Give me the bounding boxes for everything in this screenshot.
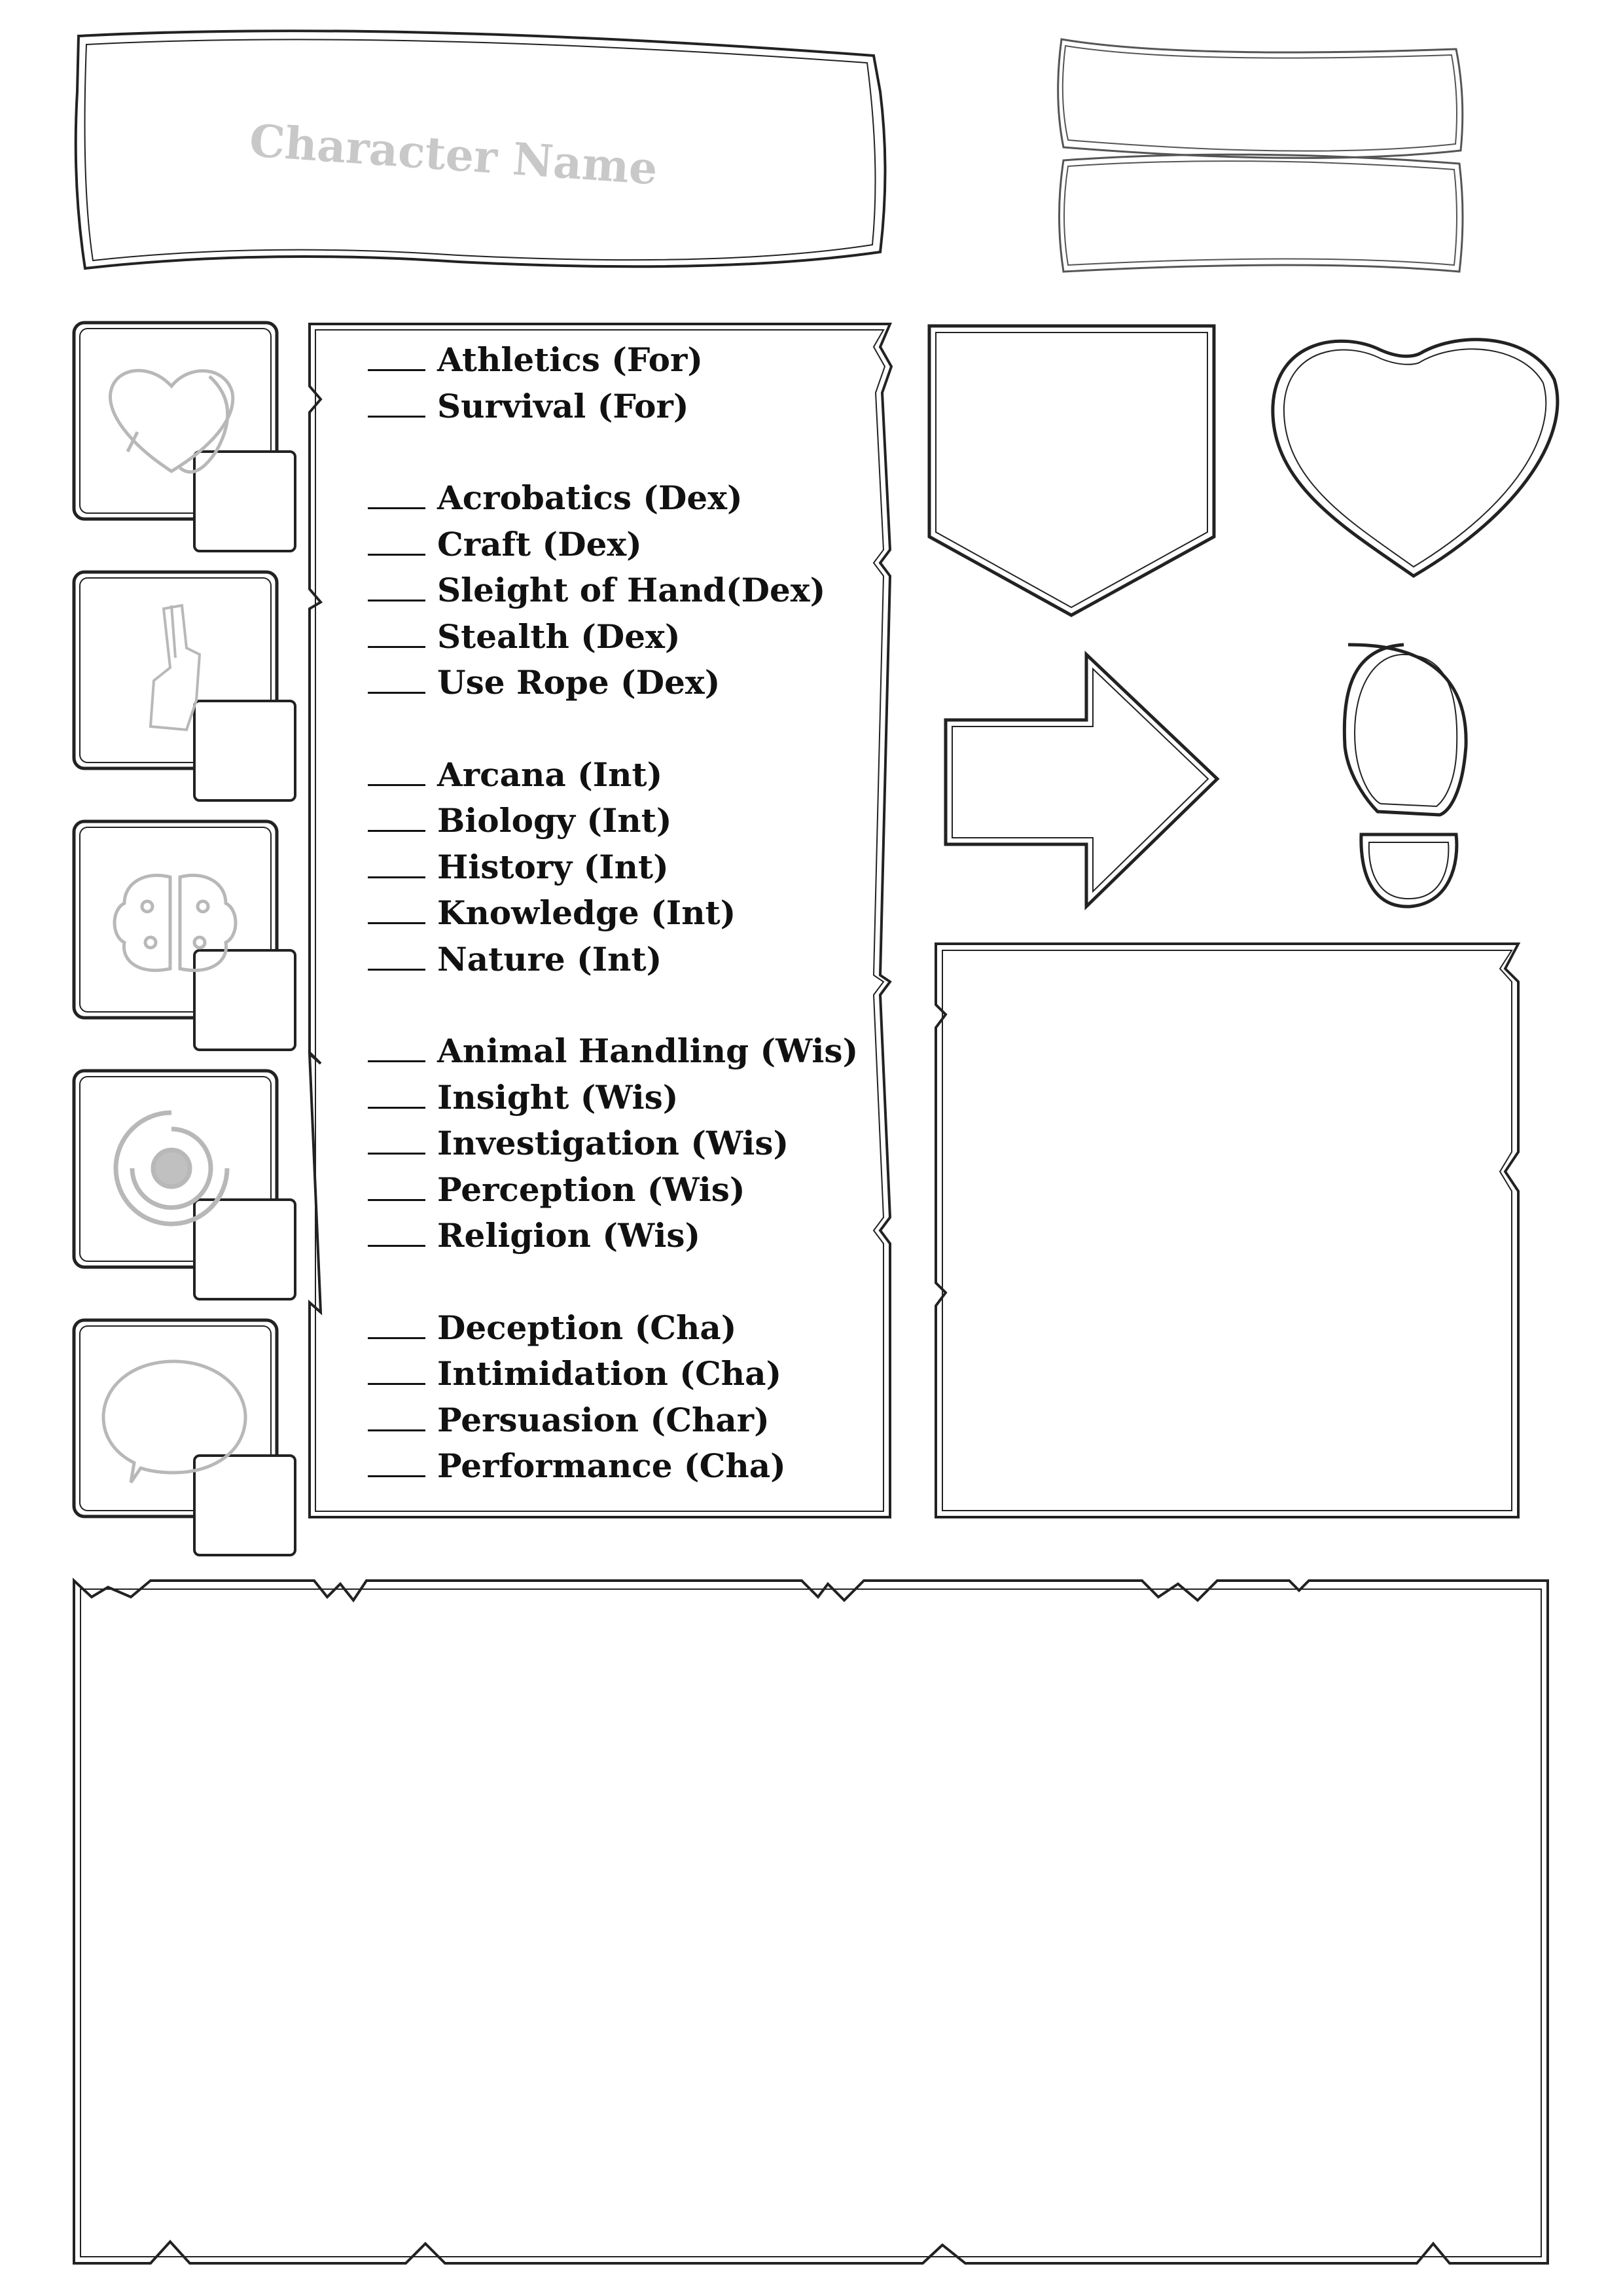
skill-blank[interactable] [368,1359,425,1385]
skill-row[interactable]: Performance (Cha) [368,1443,865,1490]
skill-label: Nature (Int) [437,939,662,978]
skill-label: Knowledge (Int) [437,893,736,932]
skill-label: Sleight of Hand(Dex) [437,571,826,609]
skill-label: Perception (Wis) [437,1170,745,1209]
skill-row[interactable]: Investigation (Wis) [368,1121,865,1167]
skill-blank[interactable] [368,530,425,556]
skill-row[interactable]: Intimidation (Cha) [368,1351,865,1397]
skill-blank[interactable] [368,346,425,371]
shield-icon [927,324,1216,617]
skill-label: Religion (Wis) [437,1216,701,1255]
skill-blank[interactable] [368,761,425,786]
skill-row[interactable]: History (Int) [368,844,865,891]
skill-blank[interactable] [368,1129,425,1155]
skill-group-intelligence: Arcana (Int) Biology (Int) History (Int)… [368,752,865,983]
skill-row[interactable]: Deception (Cha) [368,1305,865,1352]
skill-blank[interactable] [368,853,425,878]
skill-row[interactable]: Craft (Dex) [368,522,865,568]
skill-label: Insight (Wis) [437,1077,679,1117]
skill-blank[interactable] [368,945,425,971]
skill-label: Performance (Cha) [437,1446,786,1485]
skill-row[interactable]: Religion (Wis) [368,1213,865,1259]
skill-group-charisma: Deception (Cha) Intimidation (Cha) Persu… [368,1305,865,1490]
skill-row[interactable]: Survival (For) [368,384,865,430]
skills-panel [308,323,893,1518]
skill-blank[interactable] [368,806,425,832]
skill-blank[interactable] [368,392,425,418]
skill-label: Investigation (Wis) [437,1124,789,1162]
skill-blank[interactable] [368,1083,425,1109]
skill-row[interactable]: Insight (Wis) [368,1075,865,1121]
skill-label: Deception (Cha) [437,1308,737,1347]
skill-blank[interactable] [368,622,425,648]
skill-blank[interactable] [368,668,425,694]
skill-row[interactable]: Persuasion (Char) [368,1397,865,1444]
skill-blank[interactable] [368,1037,425,1062]
skill-row[interactable]: Athletics (For) [368,337,865,384]
bottom-notes-panel [73,1577,1549,2265]
skill-blank[interactable] [368,1406,425,1431]
skill-group-wisdom: Animal Handling (Wis) Insight (Wis) Inve… [368,1028,865,1259]
skill-label: Survival (For) [437,386,689,425]
skill-blank[interactable] [368,1175,425,1201]
crossed-fingers-hand-icon [149,603,202,732]
skill-blank[interactable] [368,899,425,924]
character-name-banner [74,29,887,270]
skill-label: Acrobatics (Dex) [437,478,743,517]
skill-row[interactable]: Acrobatics (Dex) [368,475,865,522]
skill-label: Biology (Int) [437,801,672,840]
skill-label: Arcana (Int) [437,755,663,794]
info-banners [1057,38,1464,273]
skill-row[interactable]: Sleight of Hand(Dex) [368,567,865,614]
skill-blank[interactable] [368,1452,425,1477]
skill-group-dexterity: Acrobatics (Dex) Craft (Dex) Sleight of … [368,475,865,706]
skill-group-strength: Athletics (For) Survival (For) [368,337,865,429]
skill-label: History (Int) [437,847,669,886]
skill-blank[interactable] [368,484,425,509]
skill-label: Athletics (For) [437,340,704,379]
skill-blank[interactable] [368,576,425,601]
skill-label: Stealth (Dex) [437,617,681,656]
brain-icon [113,873,238,973]
arrow-icon [944,651,1220,910]
skill-row[interactable]: Use Rope (Dex) [368,660,865,706]
skill-row[interactable]: Knowledge (Int) [368,890,865,937]
skill-row[interactable]: Biology (Int) [368,798,865,844]
heart-icon [1271,338,1560,578]
speech-bubble-icon [101,1359,247,1484]
skill-row[interactable]: Perception (Wis) [368,1167,865,1213]
skill-blank[interactable] [368,1221,425,1247]
skill-row[interactable]: Arcana (Int) [368,752,865,798]
skill-label: Use Rope (Dex) [437,663,721,702]
attribute-boxes [72,321,296,1556]
heart-hook-icon [109,368,235,474]
skill-blank[interactable] [368,1314,425,1339]
skill-label: Animal Handling (Wis) [437,1031,859,1070]
skill-row[interactable]: Nature (Int) [368,937,865,983]
skill-row[interactable]: Animal Handling (Wis) [368,1028,865,1075]
skill-label: Craft (Dex) [437,524,642,564]
notes-panel [935,942,1521,1518]
skills-list: Athletics (For) Survival (For) Acrobatic… [368,337,865,1535]
footprint-icon [1342,643,1468,908]
skill-label: Persuasion (Char) [437,1400,770,1439]
concentric-eye-icon [113,1110,230,1227]
skill-row[interactable]: Stealth (Dex) [368,614,865,660]
skill-label: Intimidation (Cha) [437,1354,782,1393]
